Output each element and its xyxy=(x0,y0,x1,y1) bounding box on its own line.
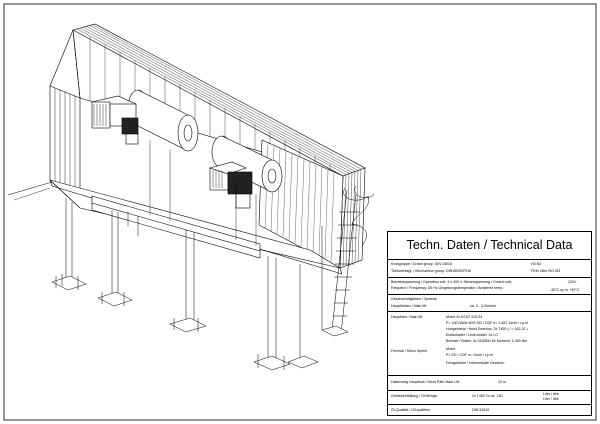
crane-group-row: Krangruppe / Crane group: DIN 15018 H3 B… xyxy=(388,259,591,278)
sheet-frame xyxy=(3,3,597,421)
oil-quality-label: Öl-Qualität / Oil qualities: xyxy=(391,408,431,412)
main-lift-value: ca. 0 - 3,2m/min xyxy=(470,304,496,308)
operation-row: Betriebsspannung / Operation volt: 3 x 4… xyxy=(388,277,591,295)
ladder xyxy=(321,185,375,335)
mech-group-label: Triebwerksgr. / Mechanism group: DIN1502… xyxy=(391,269,471,273)
hoist-micro-gearbox: Feingetriebe / Intermediate Gearbox: xyxy=(446,361,505,365)
frequency-value: -30°C up to +40°C xyxy=(550,288,580,292)
motor-1 xyxy=(91,95,139,145)
column-footings xyxy=(51,274,349,371)
oil-value: 2x T450 2x ca. 130 xyxy=(472,394,503,398)
roof-corrugation xyxy=(76,24,363,176)
rope-drum-1 xyxy=(127,89,199,152)
oil-unit: Liter / litre xyxy=(543,392,559,396)
hoist-micro-power: P= ED / CDF n= 1/min / r.p.m xyxy=(446,353,493,357)
hoist-main-brake: Bremse / Brake: 4x 315/800-60 Moment: 1.… xyxy=(446,339,528,343)
main-lift-label: Hauptheben / Main lift: xyxy=(391,304,427,308)
hoist-row: Hauptheb / Main lift: Motor 2x K21R 315 … xyxy=(388,311,591,376)
oil-label: Getriebeölfüllung / Oil fillings: xyxy=(391,394,438,398)
speeds-title: Geschwindigkeiten / Speeds: xyxy=(391,297,438,301)
crane-group-value: H3 B3 xyxy=(531,262,541,266)
oil-row: Getriebeölfüllung / Oil fillings: 2x T45… xyxy=(388,390,591,405)
hoist-main-limit: Endschalter / Limit switch: 2x LC xyxy=(446,333,498,337)
frequency-label: Frequenz / Frequency: 50 Hz Umgebungstem… xyxy=(391,286,505,290)
mech-group-value: FEM 1Bm ISO M3 xyxy=(531,269,561,273)
hoist-main-power: P= 130,00kW 60% ED / CDF n= 1.487 1/min … xyxy=(446,321,529,325)
lift-path-value: 10 m xyxy=(498,380,506,384)
lift-path-label: Hakenweg Haupthub / Hook Path Main Lift: xyxy=(391,380,460,384)
technical-data-title-block: Techn. Daten / Technical Data Krangruppe… xyxy=(387,231,592,416)
oil-unit-2: Liter / litre xyxy=(543,397,559,401)
oil-quality-row: Öl-Qualität / Oil qualities: DIN 51519 xyxy=(388,404,591,415)
crane-group-label: Krangruppe / Crane group: DIN 15018 xyxy=(391,262,452,266)
operation-label: Betriebsspannung / Operation volt: 3 x 4… xyxy=(391,280,513,284)
hoist-main-gearbox: Hubgetriebe / Hoist Gearbox: 2x T450 ( i… xyxy=(446,327,528,331)
hoist-micro-motor: Motor xyxy=(446,347,456,351)
title-block-heading: Techn. Daten / Technical Data xyxy=(388,232,591,260)
speeds-row: Geschwindigkeiten / Speeds: Hauptheben /… xyxy=(388,294,591,312)
rope-drum-2 xyxy=(211,135,283,193)
operation-value: 230V xyxy=(568,280,577,284)
lift-path-row: Hakenweg Haupthub / Hook Path Main Lift:… xyxy=(388,375,591,391)
hoist-micro-label: Feinhub / Micro Speed xyxy=(391,349,428,353)
oil-quality-value: DIN 51519 xyxy=(472,408,490,412)
hoist-main-label: Hauptheb / Main lift: xyxy=(391,315,423,319)
support-columns xyxy=(65,198,301,364)
hoist-main-motor: Motor 2x K21R 315 S4 xyxy=(446,315,483,319)
